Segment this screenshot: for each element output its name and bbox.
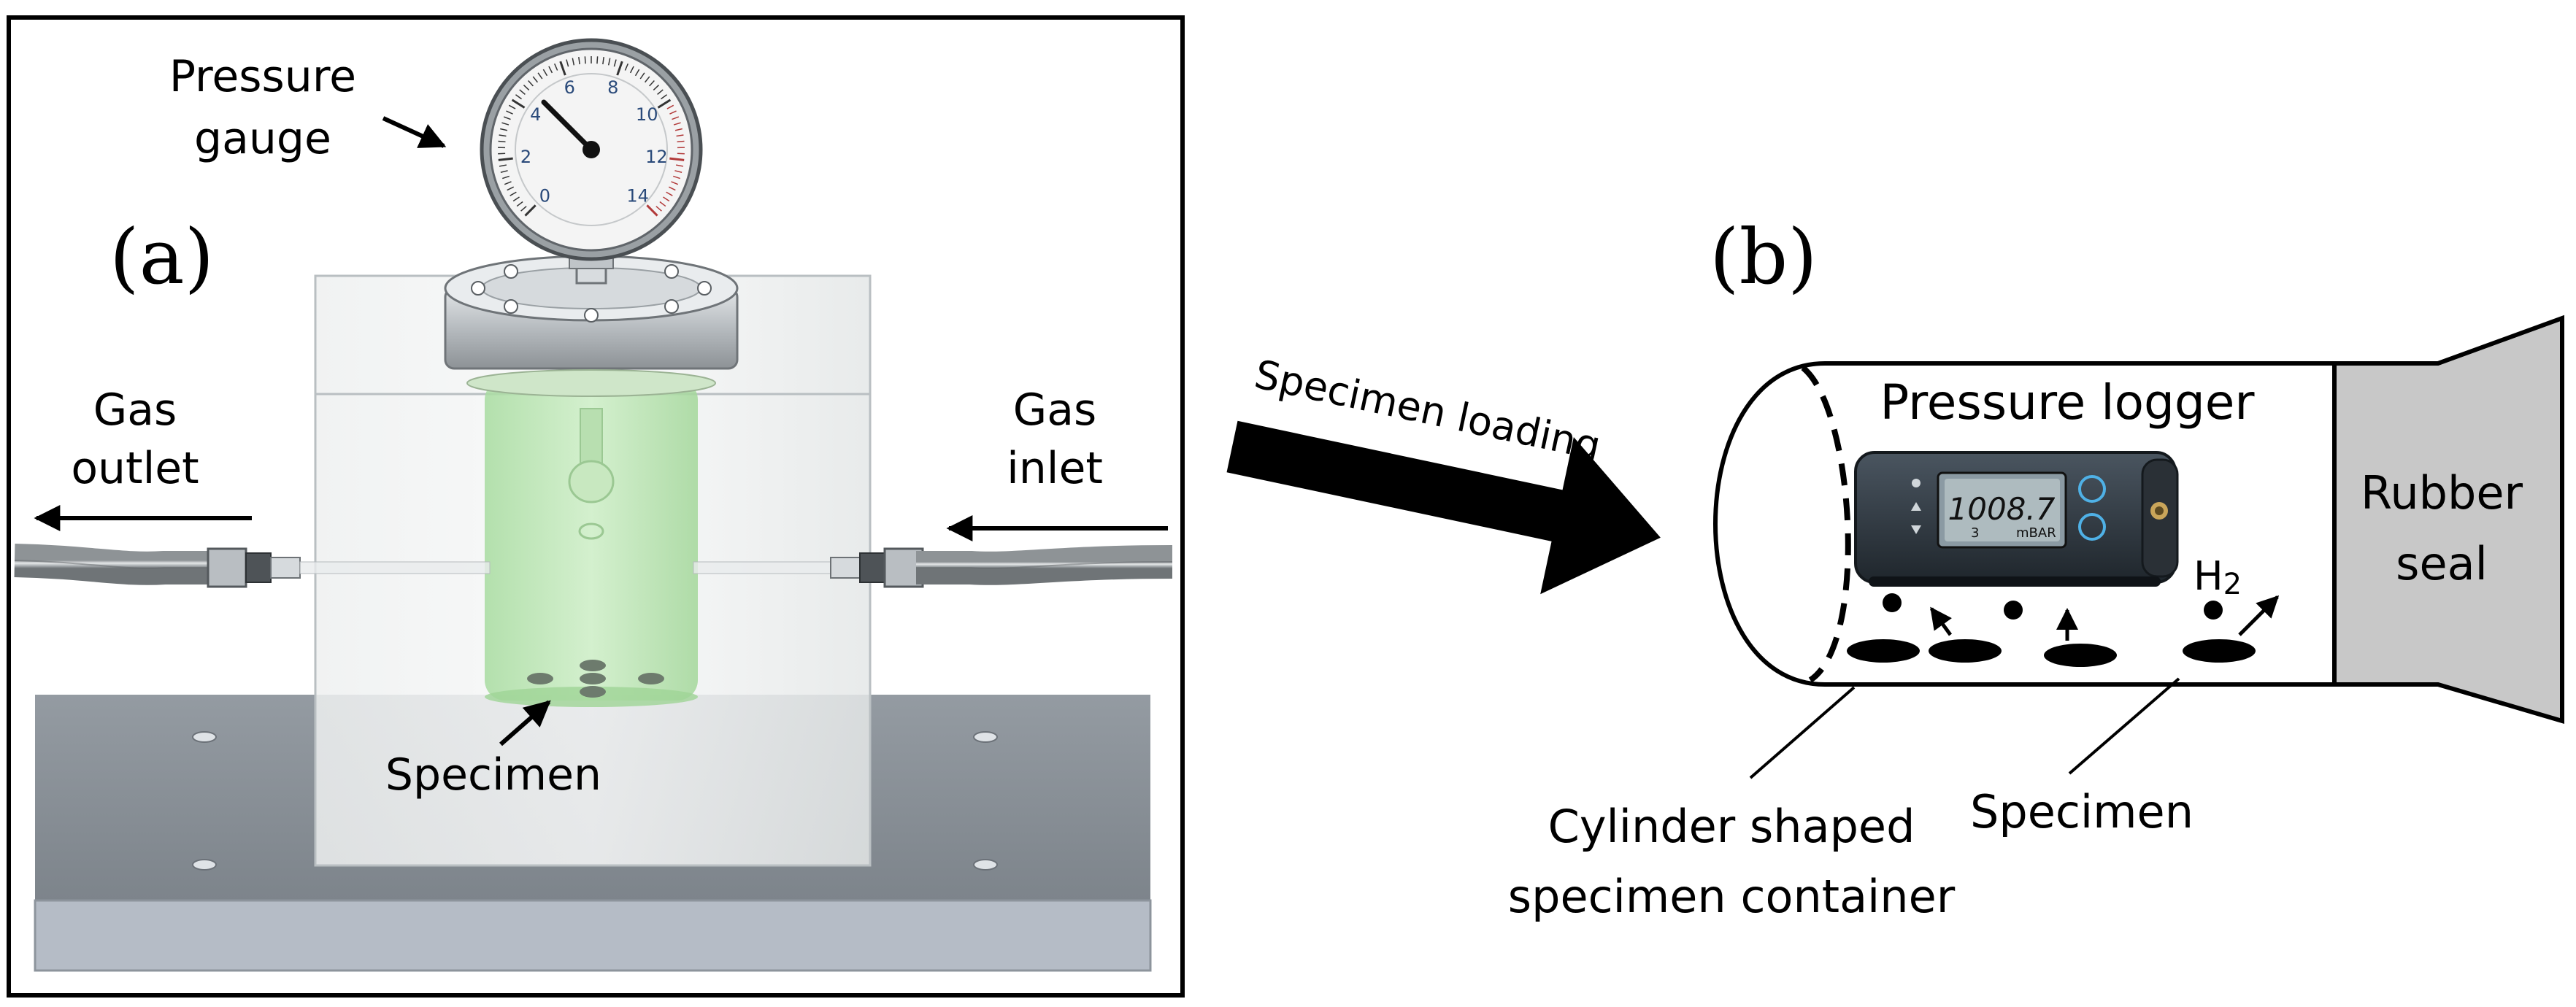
gas-outlet-line1: Gas (93, 385, 177, 436)
logger-display-sub-right: mBAR (2016, 525, 2056, 541)
gauge-number: 4 (530, 104, 541, 125)
pressure-logger-label: Pressure logger (1880, 374, 2255, 431)
gas-inlet-line1: Gas (1013, 385, 1097, 436)
specimen-label-a: Specimen (385, 749, 601, 800)
inner-cylinder (485, 379, 698, 707)
gauge-minor-tick (597, 56, 598, 63)
gauge-number: 8 (607, 77, 618, 98)
h2-dot-2 (2004, 601, 2023, 620)
rubber-seal-line2: seal (2396, 537, 2488, 590)
specimen-loading-arrow: Specimen loading (1215, 351, 1677, 616)
gauge-number: 12 (645, 147, 668, 167)
h2-label-main: H (2194, 553, 2223, 599)
h2-dot-1 (1883, 593, 1902, 612)
gauge-hub (583, 141, 600, 158)
pressure-gauge: 02 4 6 8 10 12 14 (482, 40, 701, 259)
specimen-disc-1 (1847, 639, 1920, 663)
rubber-seal: Rubber seal (2334, 318, 2562, 721)
panel-b: (b) Rubber seal Pressure logger 1008.7 3… (1508, 212, 2562, 923)
specimen-disc-4 (2183, 639, 2256, 663)
gauge-number: 10 (636, 104, 658, 125)
panel-b-label: (b) (1710, 212, 1818, 301)
gauge-number: 6 (564, 77, 575, 98)
specimen-disc-3 (2044, 644, 2117, 667)
pressure-logger: 1008.7 3 mBAR (1856, 452, 2177, 587)
specimen-label-b: Specimen (1970, 785, 2194, 838)
panel-a: 02 4 6 8 10 12 14 (a) Pressure gauge (9, 18, 1183, 995)
logger-display-value: 1008.7 (1948, 491, 2056, 527)
gauge-number: 14 (626, 186, 649, 207)
container-label-line1: Cylinder shaped (1548, 800, 1915, 853)
h2-dot-3 (2204, 601, 2223, 620)
h2-label-sub: 2 (2223, 568, 2242, 601)
panel-a-label: (a) (109, 212, 214, 301)
gauge-number: 0 (539, 186, 550, 207)
gas-outlet-line2: outlet (71, 443, 199, 494)
gauge-label-line2: gauge (194, 113, 331, 164)
gauge-label-line1: Pressure (169, 51, 356, 102)
specimen-disc-2 (1929, 639, 2002, 663)
rubber-seal-line1: Rubber (2361, 466, 2523, 520)
container-pointer-line (1750, 687, 1854, 778)
gauge-number: 2 (520, 147, 531, 167)
container-label-line2: specimen container (1508, 870, 1956, 923)
logger-display-sub-left: 3 (1971, 525, 1979, 541)
gas-inlet-line2: inlet (1007, 443, 1103, 494)
specimen-pointer-line-b (2069, 679, 2179, 773)
